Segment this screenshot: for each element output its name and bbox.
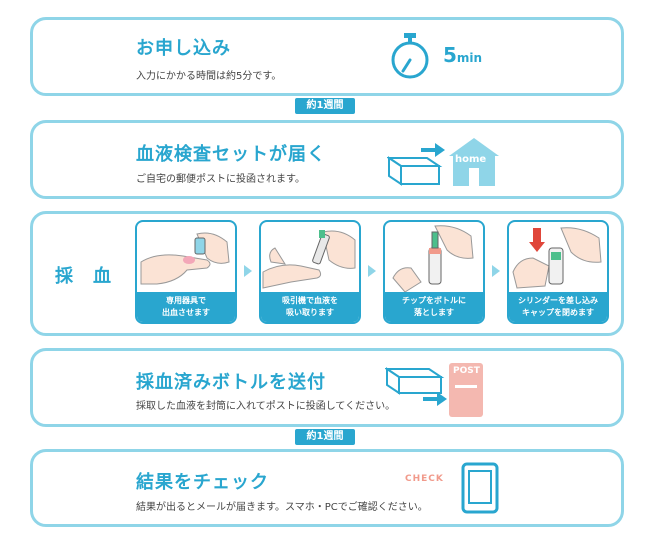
stopwatch-icon xyxy=(391,33,429,79)
step-apply-title: お申し込み xyxy=(136,38,231,59)
duration-badge-2: 約1週間 xyxy=(295,429,355,445)
chip-bottle-icon xyxy=(392,225,474,293)
sampling-panel-4-caption: シリンダーを差し込み キャップを閉めます xyxy=(509,292,607,322)
house-delivery-icon xyxy=(387,138,499,186)
sampling-panel-4: シリンダーを差し込み キャップを閉めます xyxy=(507,220,609,324)
sampling-panel-1-caption: 専用器具で 出血させます xyxy=(137,292,235,322)
sampling-panel-3: チップをボトルに 落とします xyxy=(383,220,485,324)
step-send-desc: 採取した血液を封筒に入れてポストに投函してください。 xyxy=(136,401,396,412)
step-kit-title: 血液検査セットが届く xyxy=(136,144,326,165)
time-value: 5min xyxy=(443,43,482,67)
sampling-panel-2-caption: 吸引機で血液を 吸い取ります xyxy=(261,292,359,322)
step-result-card: 結果をチェック 結果が出るとメールが届きます。スマホ・PCでご確認ください。 C… xyxy=(30,449,624,527)
duration-badge-1: 約1週間 xyxy=(295,98,355,114)
check-label: CHECK xyxy=(405,474,444,484)
step-result-desc: 結果が出るとメールが届きます。スマホ・PCでご確認ください。 xyxy=(136,502,428,513)
time-unit: min xyxy=(456,51,483,65)
sampling-panel-3-caption: チップをボトルに 落とします xyxy=(385,292,483,322)
home-label: home xyxy=(455,154,487,165)
step-arrow-2 xyxy=(368,265,376,277)
step-arrow-1 xyxy=(244,265,252,277)
step-send-title: 採血済みボトルを送付 xyxy=(136,372,326,393)
blood-suction-icon xyxy=(262,230,356,289)
sampling-panel-2: 吸引機で血液を 吸い取ります xyxy=(259,220,361,324)
step-result-title: 結果をチェック xyxy=(136,472,269,493)
step-arrow-3 xyxy=(492,265,500,277)
step-send-card: 採血済みボトルを送付 採取した血液を封筒に入れてポストに投函してください。 PO… xyxy=(30,348,624,427)
step-apply-card: お申し込み 入力にかかる時間は約5分です。 5min xyxy=(30,17,624,96)
step-apply-desc: 入力にかかる時間は約5分です。 xyxy=(136,71,282,82)
post-label: POST xyxy=(453,366,480,376)
cylinder-cap-icon xyxy=(512,227,602,289)
time-number: 5 xyxy=(443,43,457,67)
mailbox-icon xyxy=(385,363,483,417)
step-kit-card: 血液検査セットが届く ご自宅の郵便ポストに投函されます。 home xyxy=(30,120,624,199)
sampling-panel-1: 専用器具で 出血させます xyxy=(135,220,237,324)
step-sampling-title: 採 血 xyxy=(55,266,112,287)
finger-prick-icon xyxy=(140,232,230,285)
step-kit-desc: ご自宅の郵便ポストに投函されます。 xyxy=(136,174,305,185)
tablet-icon xyxy=(461,462,499,514)
